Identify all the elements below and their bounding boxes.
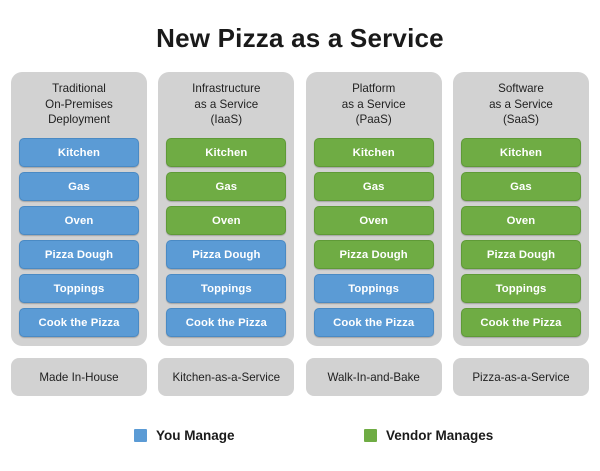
stack-item-kitchen: Kitchen [313,138,434,167]
stack-item-gas: Gas [313,172,434,201]
legend: You Manage Vendor Manages [0,423,600,447]
column-header-line: Traditional [52,82,106,95]
legend-entry-you-manage: You Manage [134,428,235,443]
column-header-software-as-a-service: Software as a Service (SaaS) [461,81,581,133]
stack-item-pizza-dough: Pizza Dough [19,240,139,269]
stack-item-gas: Gas [460,172,581,201]
footer-label-platform-as-a-service: Walk-In-and-Bake [305,358,442,396]
column-header-line: Infrastructure [192,82,261,95]
blue-square-swatch-icon [134,428,147,442]
stack-item-oven: Oven [19,206,139,235]
column-header-line: as a Service [194,97,259,111]
legend-label-vendor-manages: Vendor Manages [386,427,494,443]
column-header-infrastructure-as-a-service: Infrastructure as a Service (IaaS) [166,81,286,133]
green-square-swatch-icon [364,428,377,442]
stack-item-kitchen: Kitchen [460,138,581,167]
column-header-line: (IaaS) [210,113,243,127]
column-header-line: Software [498,82,544,95]
service-model-footer-labels: Made In-House Kitchen-as-a-Service Walk-In… [11,358,589,396]
column-header-line: as a Service [341,97,406,111]
stack-item-toppings: Toppings [166,274,287,303]
column-header-line: Deployment [48,113,110,127]
column-header-platform-as-a-service: Platform as a Service (PaaS) [314,81,434,133]
column-header-line: On-Premises [45,97,113,111]
footer-label-infrastructure-as-a-service: Kitchen-as-a-Service [158,358,295,396]
stack-item-gas: Gas [166,172,287,201]
page-title: New Pizza as a Service [156,23,444,53]
legend-entry-vendor-manages: Vendor Manages [364,428,493,443]
stack-item-toppings: Toppings [313,274,434,303]
stack-item-oven: Oven [460,206,581,235]
column-header-line: (PaaS) [355,113,392,127]
stack-item-oven: Oven [313,206,434,235]
column-header-line: Platform [352,82,396,95]
stack-item-cook-the-pizza: Cook the Pizza [460,308,581,337]
footer-label-traditional-on-premises: Made In-House [11,358,147,396]
stack-item-cook-the-pizza: Cook the Pizza [19,308,139,337]
column-header-line: as a Service [489,97,553,111]
stack-item-kitchen: Kitchen [19,138,139,167]
stack-item-cook-the-pizza: Cook the Pizza [313,308,434,337]
stack-item-cook-the-pizza: Cook the Pizza [166,308,287,337]
stack-item-kitchen: Kitchen [166,138,287,167]
stack-item-pizza-dough: Pizza Dough [460,240,581,269]
stack-item-pizza-dough: Pizza Dough [313,240,434,269]
stack-item-oven: Oven [166,206,287,235]
column-header-line: (SaaS) [502,113,540,127]
stack-item-toppings: Toppings [19,274,139,303]
stack-item-pizza-dough: Pizza Dough [166,240,287,269]
stack-item-toppings: Toppings [460,274,581,303]
footer-label-software-as-a-service: Pizza-as-a-Service [452,358,589,396]
legend-label-you-manage: You Manage [156,427,235,443]
stack-item-gas: Gas [19,172,139,201]
